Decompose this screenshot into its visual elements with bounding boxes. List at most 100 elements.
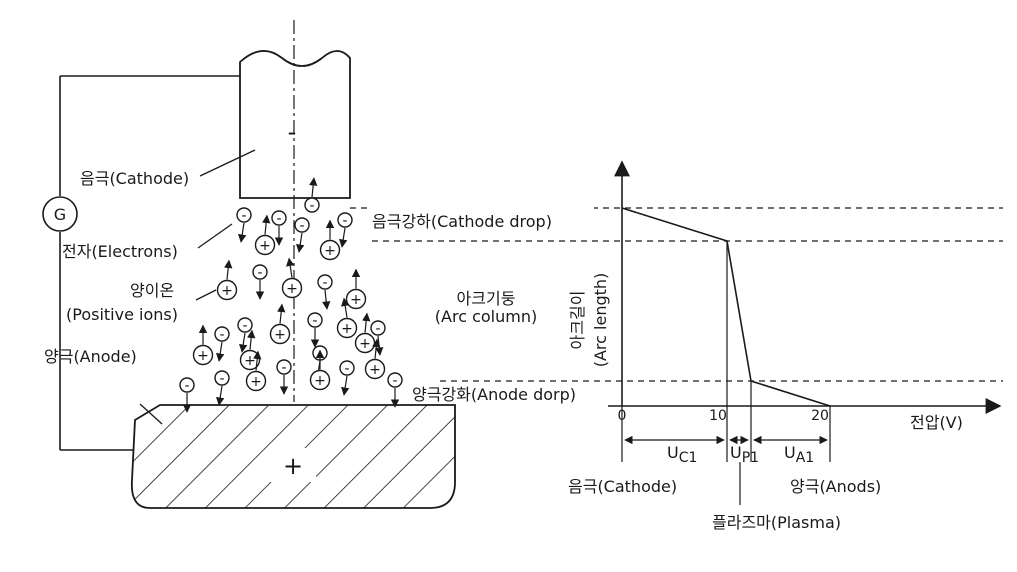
anode-drop-label: 양극강화(Anode dorp) (412, 385, 576, 404)
region-cathode-label: UC1 (667, 443, 697, 466)
ion-sign: + (197, 348, 209, 364)
ion-circle (269, 323, 291, 345)
electron-circle (337, 212, 353, 228)
ion-particle: + (281, 257, 303, 299)
ion-circle (192, 344, 214, 366)
anode-label: 양극(Anode) (44, 347, 137, 366)
electron-sign: - (242, 318, 247, 334)
electron-sign: - (184, 378, 189, 394)
positive-ions-label-ko: 양이온 (130, 281, 174, 300)
electron-circle (387, 372, 403, 388)
ion-sign: + (359, 336, 371, 352)
positive-ions-label-en: (Positive ions) (66, 305, 178, 324)
motion-arrow (341, 375, 350, 396)
ion-particle: + (309, 349, 331, 391)
ion-circle (281, 277, 303, 299)
ion-sign: + (286, 281, 298, 297)
ion-particle: + (269, 303, 291, 345)
electron-sign: - (322, 275, 327, 291)
electron-particle: - (214, 370, 230, 406)
anode-sign: + (283, 452, 303, 480)
generator-symbol (42, 196, 78, 232)
ion-sign: + (350, 292, 362, 308)
ion-circle (364, 358, 386, 380)
electrode: - (239, 20, 351, 402)
arc-column-label-en: (Arc column) (435, 307, 537, 326)
motion-arrow (286, 257, 295, 278)
electron-circle (304, 197, 320, 213)
electron-particle: - (236, 207, 252, 243)
electron-circle (271, 210, 287, 226)
workpiece: + (130, 404, 456, 509)
ion-particle: + (319, 219, 341, 261)
ion-sign: + (250, 374, 262, 390)
y-axis-label-en: (Arc length) (591, 273, 610, 368)
tick-20: 20 (811, 408, 829, 424)
motion-arrow (262, 214, 271, 235)
ion-sign: + (314, 373, 326, 389)
motion-arrow (341, 297, 350, 318)
motion-arrow (238, 222, 247, 243)
electron-circle (339, 360, 355, 376)
electron-particle: - (339, 360, 355, 396)
electron-particle: - (276, 359, 292, 395)
ion-sign: + (259, 238, 271, 254)
electron-particle: - (271, 210, 287, 246)
electron-sign: - (309, 198, 314, 214)
reference-lines (350, 207, 1003, 382)
motion-arrow (253, 350, 262, 371)
ion-particle: + (354, 312, 376, 354)
motion-arrow (224, 259, 233, 280)
motion-arrow (322, 289, 331, 310)
electron-circle (214, 370, 230, 386)
ion-circle (245, 370, 267, 392)
ion-particle: + (364, 338, 386, 380)
motion-arrow (216, 341, 225, 362)
voltage-curve (621, 207, 831, 407)
cathode-sign: - (288, 118, 297, 146)
electron-sign: - (219, 327, 224, 343)
electron-sign: - (342, 213, 347, 229)
ion-circle (254, 234, 276, 256)
middle-labels: 음극강하(Cathode drop) 아크기둥 (Arc column) 양극강… (368, 206, 616, 404)
ion-particle: + (336, 297, 358, 339)
left-labels: 음극(Cathode) 전자(Electrons) 양이온 (Positive … (44, 149, 256, 425)
ion-sign: + (244, 353, 256, 369)
electron-particle: - (304, 177, 320, 214)
electrons-label: 전자(Electrons) (62, 242, 178, 261)
motion-arrow (277, 303, 286, 324)
particles: -+---+-+-+-+-+-+-+-+--+--++-+- (179, 177, 403, 413)
electron-particle: - (252, 264, 268, 300)
electron-circle (307, 312, 323, 328)
electron-circle (317, 274, 333, 290)
x-axis-label: 전압(V) (910, 413, 963, 432)
ion-sign: + (369, 362, 381, 378)
cathode-drop-label: 음극강하(Cathode drop) (372, 212, 552, 231)
ion-particle: + (245, 350, 267, 392)
arc-column-label-ko: 아크기둥 (457, 289, 516, 308)
ion-particle: + (254, 214, 276, 256)
electron-particle: - (179, 377, 195, 413)
motion-arrow (296, 232, 305, 253)
circuit: G (42, 75, 240, 451)
ion-sign: + (274, 327, 286, 343)
electron-sign: - (276, 211, 281, 227)
electron-particle: - (317, 274, 333, 310)
electron-circle (236, 207, 252, 223)
motion-arrow (362, 312, 371, 333)
bottom-anode-label: 양극(Anods) (790, 477, 881, 496)
ion-circle (309, 369, 331, 391)
ion-circle (319, 239, 341, 261)
electron-particle: - (337, 212, 353, 248)
cathode-label: 음극(Cathode) (80, 169, 189, 188)
region-anode-label: UA1 (784, 443, 814, 466)
electron-particle: - (387, 372, 403, 408)
region-plasma-label: UP1 (730, 443, 759, 466)
ion-particle: + (345, 268, 367, 310)
electron-circle (237, 317, 253, 333)
motion-arrow (216, 385, 225, 406)
electron-sign: - (241, 208, 246, 224)
electron-circle (214, 326, 230, 342)
